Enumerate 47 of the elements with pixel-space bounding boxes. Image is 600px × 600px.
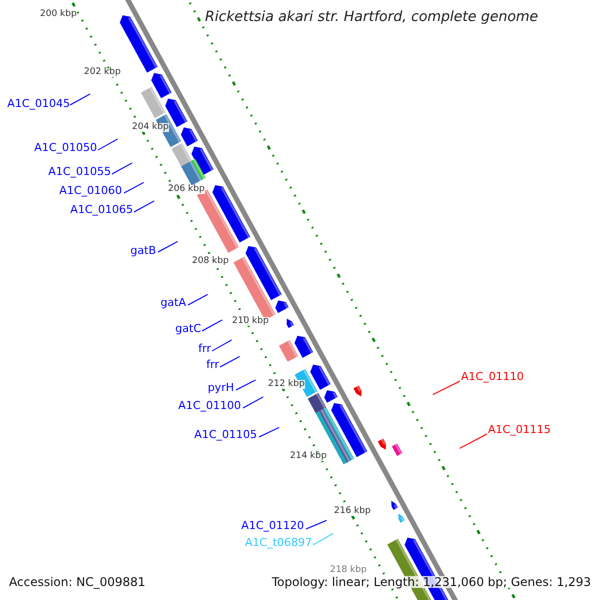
gene-label: A1C_01060: [59, 185, 122, 196]
leader-line: [70, 93, 91, 106]
scale-label: 204 kbp: [132, 123, 169, 132]
gene-label: A1C_01050: [34, 142, 97, 153]
gene-label: A1C_01055: [48, 166, 111, 177]
gene-label: A1C_01115: [488, 424, 551, 435]
genome-summary: Topology: linear; Length: 1,231,060 bp; Genes: 1,293: [272, 576, 591, 588]
leader-line: [312, 532, 334, 546]
gene-label: pyrH: [208, 382, 234, 393]
scale-label: 214 kbp: [290, 452, 327, 461]
leader-line: [258, 426, 280, 438]
leader-line: [188, 294, 208, 306]
gene-label: gatA: [160, 297, 186, 308]
gene-label: A1C_01110: [461, 371, 524, 382]
leader-line: [459, 434, 488, 449]
leader-line: [112, 162, 133, 174]
leader-line: [242, 396, 264, 408]
leader-line: [236, 379, 256, 390]
scale-label: 218 kbp: [330, 566, 367, 575]
gene-label: A1C_01120: [241, 520, 304, 531]
map-title: Rickettsia akari str. Hartford, complete genome: [205, 10, 538, 24]
scale-label: 210 kbp: [232, 317, 269, 326]
gene-label: A1C_01105: [194, 429, 257, 440]
gene-label: A1C_01065: [70, 204, 133, 215]
leader-line: [220, 356, 240, 368]
accession-note: Accession: NC_009881: [9, 576, 146, 588]
leader-line: [158, 240, 178, 252]
scale-label: 206 kbp: [168, 185, 205, 194]
scale-label: 202 kbp: [84, 68, 121, 77]
scale-label: 216 kbp: [334, 507, 371, 516]
leader-line: [124, 182, 144, 194]
leader-line: [202, 319, 223, 332]
gene-label: A1C_01045: [7, 98, 70, 109]
leader-line: [432, 380, 460, 396]
scale-label: 208 kbp: [192, 257, 229, 266]
gene-label: A1C_t06897: [244, 537, 312, 548]
gene-label: gatC: [175, 323, 201, 334]
leader-line: [134, 200, 155, 212]
gene-label: frr: [206, 359, 219, 370]
scale-label: 200 kbp: [40, 10, 77, 19]
leader-line: [98, 138, 118, 150]
gene-label: A1C_01100: [178, 400, 241, 411]
gene-label: frr: [198, 343, 211, 354]
leader-line: [306, 520, 328, 530]
gene-label: gatB: [130, 245, 156, 256]
scale-label: 212 kbp: [268, 380, 305, 389]
leader-line: [212, 339, 232, 352]
